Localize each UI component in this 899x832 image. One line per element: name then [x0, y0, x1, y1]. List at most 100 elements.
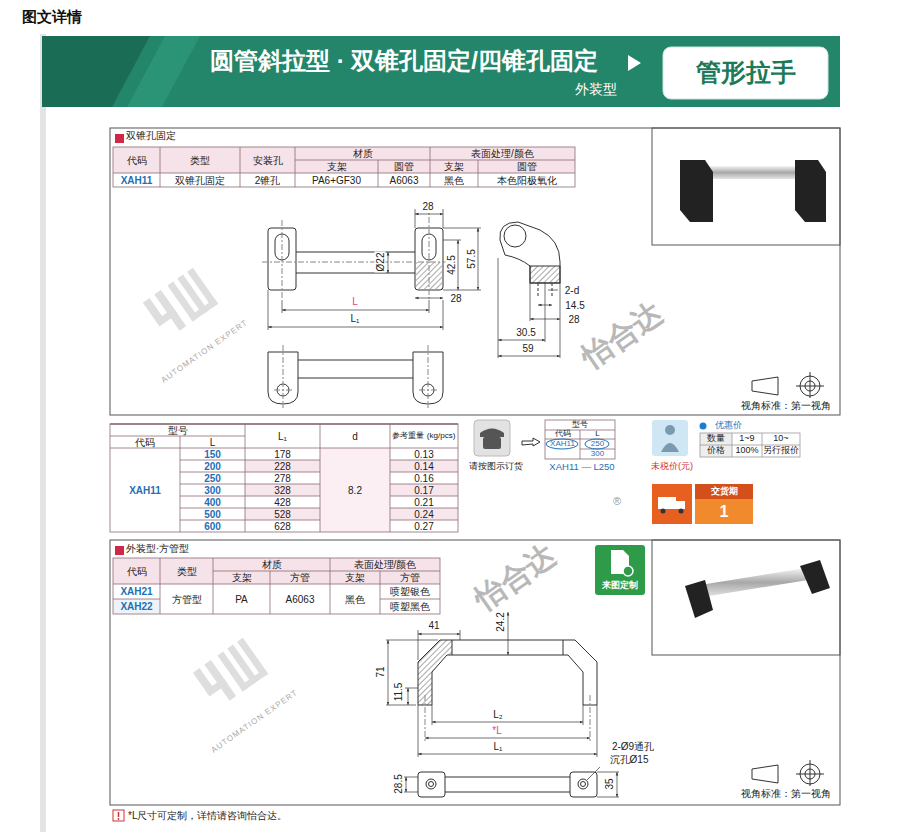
label-box: 安装孔	[240, 147, 295, 173]
label-box: 圆管	[478, 160, 575, 173]
table-cell: 黑色	[444, 175, 464, 186]
label-box: 0.13	[390, 448, 458, 460]
table-cell: 0.17	[414, 485, 433, 496]
watermark: 怡合达	[469, 538, 562, 617]
table-cell: 0.24	[414, 509, 433, 520]
price-heading: 优惠价	[715, 421, 742, 431]
table-cell: A6063	[286, 594, 315, 605]
label-box: 0.24	[390, 508, 458, 520]
table-cell: 材质	[262, 559, 282, 570]
table-cell: 10~	[773, 434, 788, 444]
label-box: 2-Ø9通孔	[602, 740, 664, 752]
price-art	[652, 420, 800, 457]
label-box: 35	[604, 777, 615, 790]
label-box: 支架	[213, 571, 270, 584]
label-box: 250	[580, 439, 615, 449]
label-box: 未税价(元)	[643, 461, 701, 473]
label-box: XAH11	[110, 448, 180, 532]
table-cell: 0.27	[414, 521, 433, 532]
label-box: 428	[245, 496, 320, 508]
table-cell: 300	[591, 450, 604, 459]
label-box: 双锥孔固定	[160, 173, 240, 187]
delivery-box: 交货期1	[695, 484, 753, 524]
table-cell: 圆管	[517, 161, 537, 172]
table-cell: 类型	[177, 566, 197, 577]
label-box: 沉孔Ø15	[602, 753, 656, 765]
label-box: 请按图示订货	[464, 461, 528, 473]
label-box: 表面处理/颜色	[430, 147, 575, 160]
label-box: ®	[610, 494, 624, 508]
table-cell: 双锥孔固定	[175, 175, 225, 186]
table-cell: 型号	[168, 425, 188, 436]
label-box: L₁	[245, 424, 320, 448]
label-box: 类型	[160, 147, 240, 173]
section-panel: 双锥孔固定	[110, 128, 840, 415]
label-box: 28	[416, 200, 440, 212]
table-cell: 178	[274, 449, 291, 460]
dimension-label: L₁	[493, 741, 504, 752]
label-box: 喷塑银色	[380, 584, 440, 599]
label-box: d	[320, 424, 390, 448]
dimension-label: 28.5	[393, 773, 404, 794]
label-box: 方管	[380, 571, 440, 584]
table-cell: 代码	[127, 155, 147, 166]
header-band-art	[42, 36, 840, 107]
table-cell: 方管	[400, 572, 420, 583]
dimension-label: L₁	[350, 313, 361, 324]
label-box: 怡合达	[576, 296, 669, 375]
table-cell: 支架	[327, 161, 347, 172]
label-box: 24.2	[495, 611, 506, 632]
label-box: 200	[180, 460, 245, 472]
table-cell: 材质	[353, 148, 373, 159]
table-cell: 228	[274, 461, 291, 472]
dimension-label: 28	[567, 314, 580, 325]
table-cell: 数量	[707, 434, 725, 444]
footnote: *L尺寸可定制，详情请咨询怡合达。	[128, 810, 287, 821]
table-cell: 喷塑黑色	[390, 601, 430, 612]
table-cell: 8.2	[348, 485, 362, 496]
label-box: 本色阳极氧化	[478, 173, 575, 187]
label-box: 方管型	[160, 584, 213, 614]
table-cell: XAH11	[121, 175, 153, 186]
label-box: L	[345, 295, 365, 307]
front-view-drawing	[262, 205, 481, 330]
table-cell: 628	[274, 521, 291, 532]
section-frames	[110, 128, 840, 805]
label-box: XAH11	[113, 173, 160, 187]
label-box: 喷塑黑色	[380, 599, 440, 614]
table-cell: 支架	[345, 572, 365, 583]
label-box: 代码	[113, 558, 160, 584]
label-box: 0.16	[390, 472, 458, 484]
table-cell: 圆管	[394, 161, 414, 172]
table-cell: 代码	[135, 437, 155, 448]
label-box: L₂	[486, 708, 510, 720]
table-cell: 代码	[127, 566, 147, 577]
label-box: 28	[564, 313, 584, 325]
dimension-label: L₂	[492, 709, 503, 720]
label-box: *L尺寸可定制，详情请咨询怡合达。	[128, 808, 458, 822]
product-photo	[680, 160, 826, 222]
node-heading: 交货期	[695, 484, 753, 499]
label-box: PA	[213, 584, 270, 614]
label-box: *L	[484, 724, 510, 736]
table-cell: 150	[204, 449, 221, 460]
label-box: 8.2	[320, 448, 390, 532]
label-box: 42.5	[446, 254, 457, 275]
label-box: XAH21	[113, 584, 160, 599]
side-view-drawing	[498, 222, 560, 358]
label-box: 30.5	[512, 326, 540, 338]
dimension-label: *L	[491, 725, 502, 736]
node-heading: 来图定制	[595, 578, 645, 593]
label-box: AUTOMATION EXPERT	[160, 319, 250, 386]
label-box: 视角标准：第一视角	[736, 788, 836, 801]
category-badge: 管形拉手	[663, 47, 828, 99]
watermark: AUTOMATION EXPERT	[159, 318, 249, 385]
table-cell: XAH11	[129, 485, 161, 496]
node-heading: 双锥孔固定	[126, 130, 176, 141]
size-table-grid	[110, 424, 458, 532]
label-box: XAH11	[545, 439, 580, 449]
label-box: 528	[245, 508, 320, 520]
spec-table-grid	[113, 147, 575, 187]
